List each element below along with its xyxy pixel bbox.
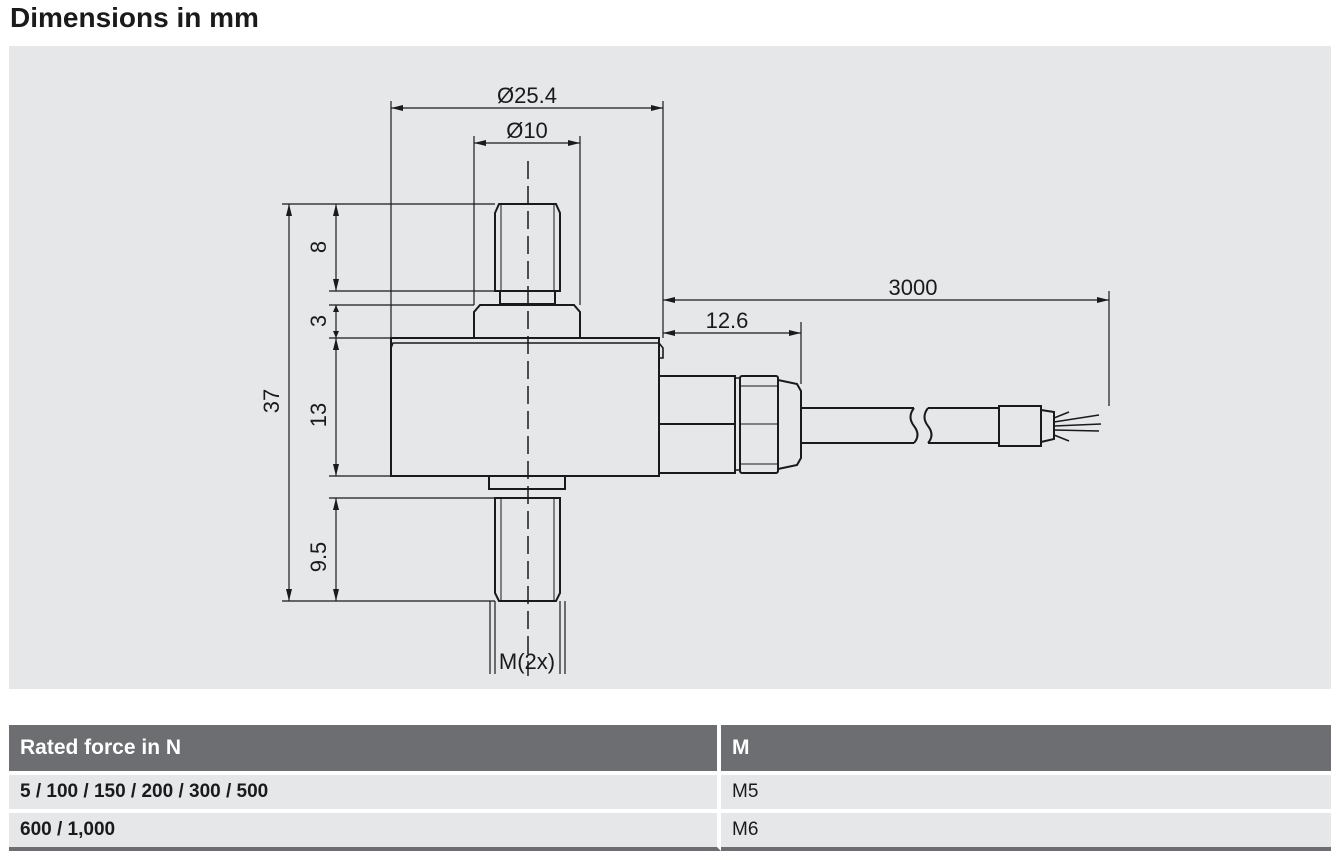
- dimension-arrows: [286, 105, 1109, 601]
- dim-total-37: 37: [259, 389, 284, 413]
- break-left: [909, 407, 919, 444]
- page-title: Dimensions in mm: [10, 2, 259, 33]
- rated-force-table: Rated force in N M 5 / 100 / 150 / 200 /…: [9, 725, 1331, 851]
- dim-height-3: 3: [306, 315, 331, 327]
- dimension-labels: Ø25.4 Ø10 8 3 13 9.5 37 3000 12.6 M(2x): [259, 83, 937, 674]
- dimension-lines: [282, 101, 1110, 674]
- dim-thread: M(2x): [499, 649, 555, 674]
- cell-thread-size: M6: [721, 809, 1331, 851]
- load-cell-drawing: Ø25.4 Ø10 8 3 13 9.5 37 3000 12.6 M(2x): [259, 83, 1110, 676]
- cell-thread-size: M5: [721, 771, 1331, 809]
- dim-height-13: 13: [306, 403, 331, 427]
- dimension-drawing: Ø25.4 Ø10 8 3 13 9.5 37 3000 12.6 M(2x): [9, 46, 1331, 689]
- break-right: [923, 407, 933, 444]
- dim-height-8: 8: [306, 241, 331, 253]
- cable-sleeve: [998, 405, 1042, 447]
- bottom-thread: [494, 497, 561, 602]
- dim-inner-diameter: Ø10: [506, 118, 548, 143]
- cell-rated-force: 5 / 100 / 150 / 200 / 300 / 500: [9, 771, 721, 809]
- table-row: 600 / 1,000 M6: [9, 809, 1331, 851]
- cell-rated-force: 600 / 1,000: [9, 809, 721, 851]
- load-cell-outline: [390, 203, 1102, 602]
- header-m: M: [721, 725, 1331, 771]
- dim-height-9-5: 9.5: [306, 542, 331, 573]
- dim-gland-length: 12.6: [706, 308, 749, 333]
- dim-cable-length: 3000: [889, 275, 938, 300]
- table-row: 5 / 100 / 150 / 200 / 300 / 500 M5: [9, 771, 1331, 809]
- table-header-row: Rated force in N M: [9, 725, 1331, 771]
- bottom-flange: [488, 475, 566, 490]
- cell-body: [390, 337, 660, 477]
- top-flange: [473, 304, 581, 338]
- dim-outer-diameter: Ø25.4: [497, 83, 557, 108]
- header-rated-force: Rated force in N: [9, 725, 721, 771]
